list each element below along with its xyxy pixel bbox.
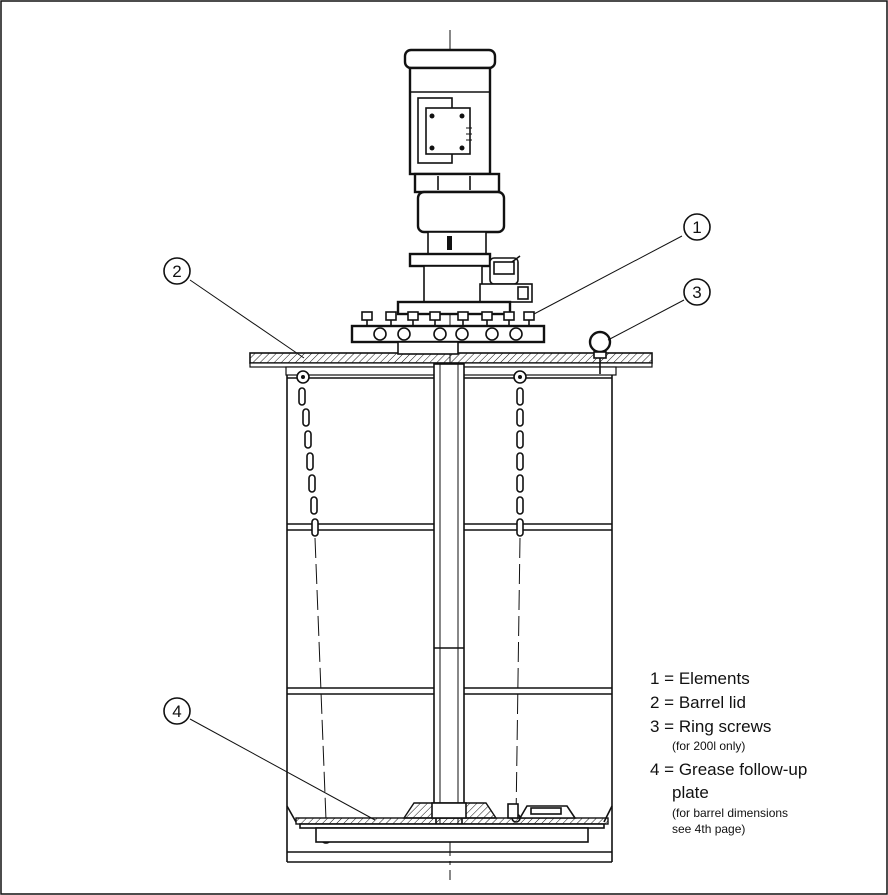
- callout-2: 2: [163, 257, 191, 285]
- ring-screw: [588, 330, 612, 374]
- motor: [403, 48, 506, 303]
- terminal-box: [479, 255, 533, 303]
- legend-item-4: 4 = Grease follow-up: [650, 760, 807, 779]
- right-chain: [511, 370, 527, 823]
- element-fittings: [361, 311, 535, 341]
- legend-item-4-note-line2: see 4th page): [672, 822, 745, 836]
- pump-elements: [350, 300, 546, 355]
- callout-2-number: 2: [172, 262, 181, 281]
- legend-item-1: 1 = Elements: [650, 669, 750, 688]
- callout-4: 4: [163, 697, 191, 725]
- callout-4-number: 4: [172, 702, 181, 721]
- legend-item-3: 3 = Ring screws: [650, 717, 771, 736]
- callout-1-number: 1: [692, 218, 701, 237]
- left-chain: [296, 370, 332, 844]
- legend-item-4-line2: plate: [672, 783, 709, 802]
- callout-leaders: [189, 235, 685, 821]
- callout-1: 1: [683, 213, 711, 241]
- legend-item-2: 2 = Barrel lid: [650, 693, 746, 712]
- suction-tube: [433, 363, 465, 840]
- callout-3-number: 3: [692, 283, 701, 302]
- legend-item-4-note: (for barrel dimensions: [672, 806, 788, 820]
- legend: 1 = Elements 2 = Barrel lid 3 = Ring scr…: [650, 669, 807, 836]
- callout-3: 3: [683, 278, 711, 306]
- legend-item-3-note: (for 200l only): [672, 739, 745, 753]
- follow-up-plate: [286, 802, 613, 843]
